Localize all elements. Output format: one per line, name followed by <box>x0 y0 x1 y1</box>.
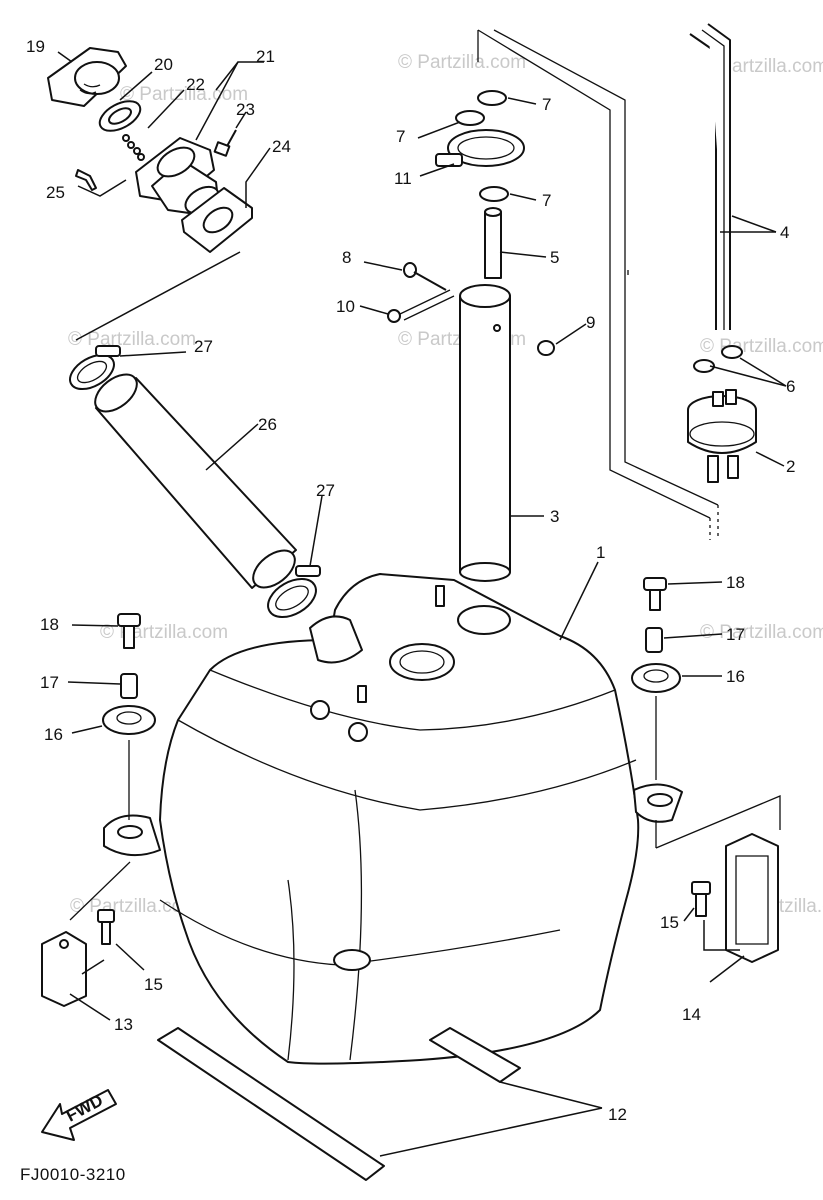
part-24-gasket <box>181 187 253 253</box>
part-16-grommet-left <box>102 705 156 735</box>
callout-numbers: 19 20 22 21 23 24 25 27 26 27 7 7 11 7 5… <box>26 37 795 1124</box>
callout-19: 19 <box>26 37 45 56</box>
watermark: © Partzilla.com <box>700 622 823 643</box>
callout-1: 1 <box>596 543 605 562</box>
leader-lines <box>57 51 787 1157</box>
watermark: © Partzilla.com <box>398 52 526 73</box>
part-14-bracket <box>725 833 779 963</box>
callout-7-lower: 7 <box>542 191 551 210</box>
assembly-line-neck <box>75 251 241 341</box>
callout-18-left: 18 <box>40 615 59 634</box>
assembly-line-bracket <box>655 795 781 849</box>
part-20-gasket <box>98 100 142 132</box>
callout-9: 9 <box>586 313 595 332</box>
part-27-hose-clamp-upper <box>69 345 121 391</box>
part-9-washer <box>537 340 555 356</box>
part-5-pipe <box>484 207 502 279</box>
callout-18-right: 18 <box>726 573 745 592</box>
part-26-filler-hose <box>94 373 297 589</box>
callout-16-left: 16 <box>44 725 63 744</box>
part-13-bracket <box>41 931 87 1007</box>
part-18-bolt-right <box>643 577 667 611</box>
figure-code: FJ0010-3210 <box>20 1165 126 1184</box>
callout-5: 5 <box>550 248 559 267</box>
part-25-screw <box>75 169 97 191</box>
callout-10: 10 <box>336 297 355 316</box>
part-7-clip <box>455 90 509 202</box>
part-17-collar-left <box>120 673 138 699</box>
part-21-filler-neck <box>135 137 220 215</box>
callout-12: 12 <box>608 1105 627 1124</box>
callout-15-right: 15 <box>660 913 679 932</box>
callout-22: 22 <box>186 75 205 94</box>
callout-13: 13 <box>114 1015 133 1034</box>
part-23-screw <box>213 129 237 157</box>
callout-27-upper: 27 <box>194 337 213 356</box>
callout-21: 21 <box>256 47 275 66</box>
part-15-bolt-right <box>691 881 711 917</box>
watermark: © Partzilla.com <box>120 84 248 105</box>
part-19-filler-cap <box>47 47 127 107</box>
part-2-fuel-filter <box>687 389 757 483</box>
part-10-bolt <box>387 289 455 323</box>
part-3-tank-tube <box>459 284 511 582</box>
assembly-lines <box>477 29 719 540</box>
watermark: © Partzilla.com <box>68 329 196 350</box>
part-22-seal-balls <box>122 134 145 161</box>
callout-26: 26 <box>258 415 277 434</box>
callout-14: 14 <box>682 1005 701 1024</box>
part-18-bolt-left <box>117 613 141 649</box>
callout-11: 11 <box>394 169 412 188</box>
callout-16-right: 16 <box>726 667 745 686</box>
callout-17-left: 17 <box>40 673 59 692</box>
callout-7-upper: 7 <box>542 95 551 114</box>
part-1-fuel-tank <box>103 573 683 1065</box>
callout-3: 3 <box>550 507 559 526</box>
callout-27-lower: 27 <box>316 481 335 500</box>
part-11-hose-clamp <box>435 129 525 167</box>
callout-20: 20 <box>154 55 173 74</box>
callout-15-left: 15 <box>144 975 163 994</box>
callout-17-right: 17 <box>726 625 745 644</box>
callout-4: 4 <box>780 223 789 242</box>
part-6-clips <box>693 345 743 373</box>
callout-8: 8 <box>342 248 351 267</box>
part-27-hose-clamp-lower <box>267 565 321 618</box>
callout-6: 6 <box>786 377 795 396</box>
callout-23: 23 <box>236 100 255 119</box>
assembly-line-13 <box>69 861 131 921</box>
part-4-vent-pipes <box>689 23 731 330</box>
callout-2: 2 <box>786 457 795 476</box>
part-15-bolt-left <box>97 909 115 945</box>
forward-arrow-icon: FWD <box>41 1089 117 1141</box>
part-16-grommet-right <box>631 663 681 693</box>
part-17-collar-right <box>645 627 663 653</box>
part-8-bolt <box>403 262 447 291</box>
watermark: © Partzilla.com <box>700 336 823 357</box>
callout-25: 25 <box>46 183 65 202</box>
callout-7-left: 7 <box>396 127 405 146</box>
part-12-pads <box>157 1027 521 1181</box>
callout-24: 24 <box>272 137 291 156</box>
